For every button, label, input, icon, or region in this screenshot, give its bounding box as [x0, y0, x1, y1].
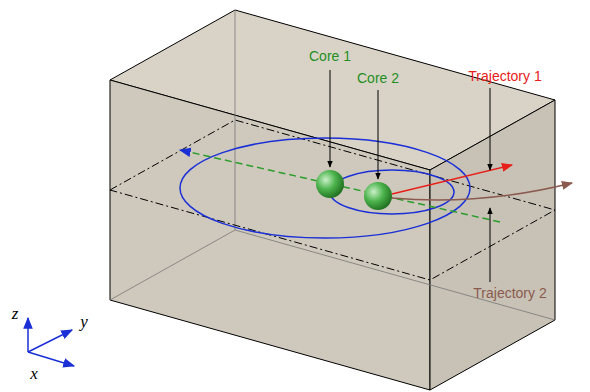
axis-label: x: [30, 366, 38, 382]
axis-label: y: [80, 314, 88, 330]
leader-core-2: [378, 90, 379, 179]
mid-plane: [110, 120, 555, 280]
leader-trajectory-1: [490, 88, 491, 170]
core-sphere-2: [364, 182, 392, 210]
axis-label: z: [12, 306, 19, 322]
orbit-large: [180, 138, 470, 238]
axis-triad: [28, 318, 74, 366]
core-label: Core 2: [357, 70, 399, 86]
leader-core-1: [330, 70, 331, 167]
domain-box: [110, 10, 555, 390]
leader-trajectory-2: [490, 208, 491, 282]
trajectory-label: Trajectory 2: [473, 285, 546, 301]
core-axis: [180, 150, 500, 222]
trajectory-label: Trajectory 1: [468, 68, 541, 84]
core-label: Core 1: [309, 48, 351, 64]
trajectory-1-curve: [392, 165, 512, 194]
trajectory-2-curve: [392, 183, 572, 200]
core-sphere-1: [316, 170, 344, 198]
